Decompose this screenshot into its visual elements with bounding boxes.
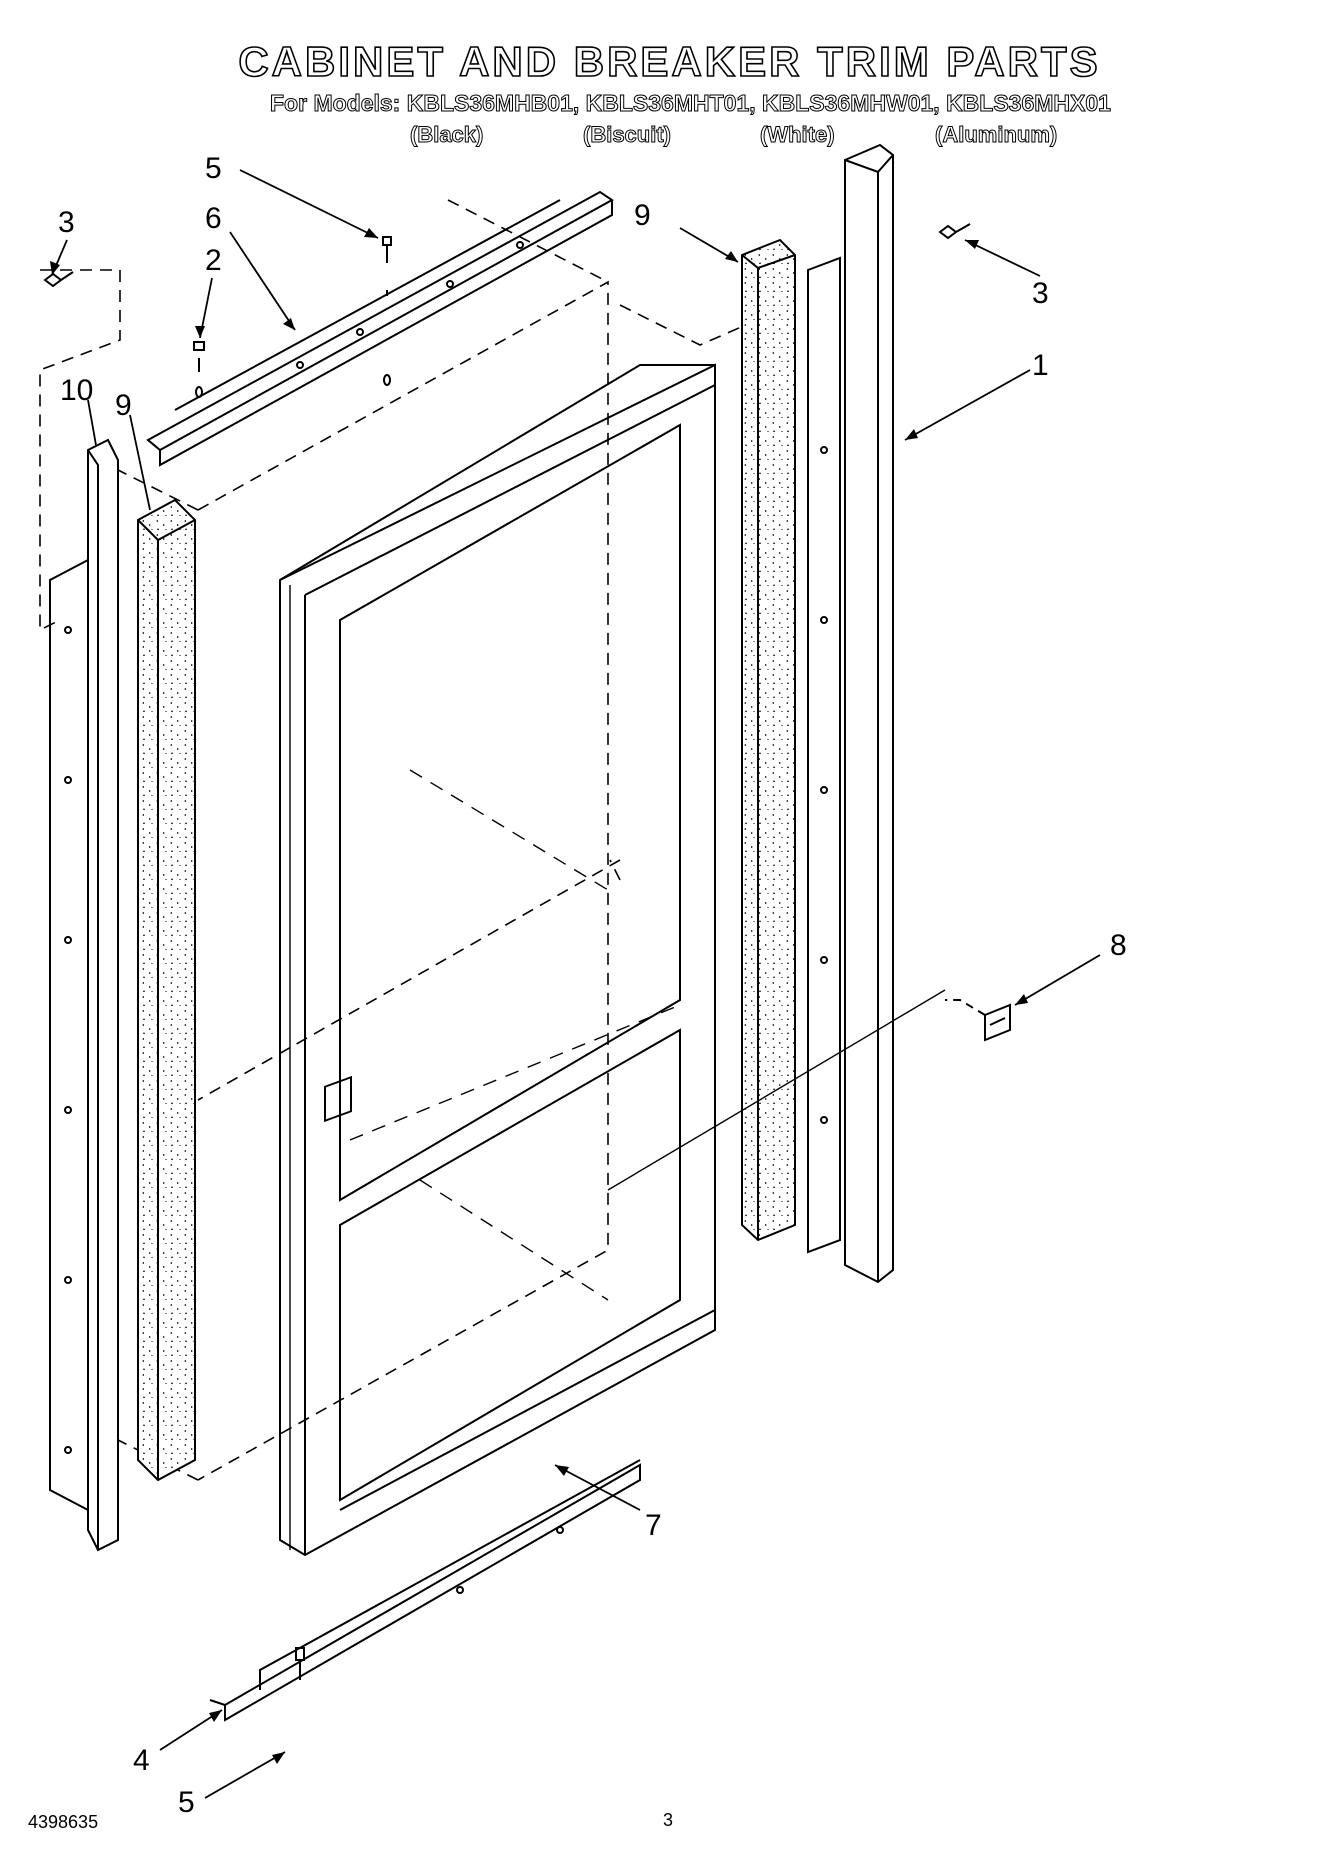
page-number: 3	[663, 1810, 674, 1830]
callout-9-left: 9	[115, 389, 132, 422]
right-trim	[844, 143, 894, 1284]
models-line: For Models: KBLS36MHB01, KBLS36MHT01, KB…	[270, 90, 1112, 117]
breaker-label	[607, 989, 1011, 1191]
color-label-biscuit: (Biscuit)	[583, 122, 672, 148]
callout-6: 6	[205, 202, 222, 235]
callout-2: 2	[205, 244, 222, 277]
bottom-trim-strip	[209, 1459, 641, 1722]
top-trim-strip	[146, 190, 614, 467]
screw-icon-right	[938, 223, 971, 240]
callout-3-left: 3	[58, 206, 75, 239]
callout-4: 4	[133, 1744, 150, 1777]
right-inner-trim	[807, 256, 841, 1254]
callout-5-top: 5	[205, 152, 222, 185]
color-label-aluminum: (Aluminum)	[934, 122, 1058, 148]
screw-icon-top-left	[193, 341, 205, 398]
callout-10: 10	[60, 374, 93, 407]
leader-lines	[51, 169, 1101, 1799]
door-frame	[279, 363, 716, 1557]
color-label-white: (White)	[760, 122, 836, 148]
page-title: CABINET AND BREAKER TRIM PARTS	[238, 37, 1101, 86]
screw-icon-top-center	[382, 236, 392, 386]
leader-arrowheads	[50, 228, 1028, 1764]
door-hidden-lines	[349, 769, 681, 1301]
callout-7: 7	[645, 1509, 662, 1542]
document-number: 4398635	[28, 1812, 99, 1832]
callout-1: 1	[1032, 349, 1049, 382]
callout-5-bottom: 5	[178, 1786, 195, 1819]
callout-3-right: 3	[1032, 277, 1049, 310]
color-label-black: (Black)	[409, 122, 484, 148]
left-trim	[49, 438, 119, 1552]
callout-9-right: 9	[634, 199, 651, 232]
screw-icon-left	[43, 271, 74, 288]
callout-8: 8	[1110, 929, 1127, 962]
right-foam-strip	[741, 238, 796, 1242]
cabinet-outline	[39, 199, 781, 1481]
left-foam-strip	[137, 498, 196, 1482]
